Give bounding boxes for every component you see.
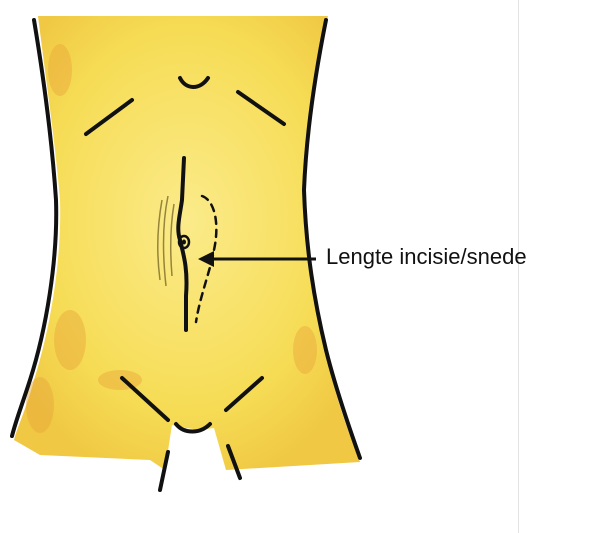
callout-label: Lengte incisie/snede <box>326 246 527 268</box>
